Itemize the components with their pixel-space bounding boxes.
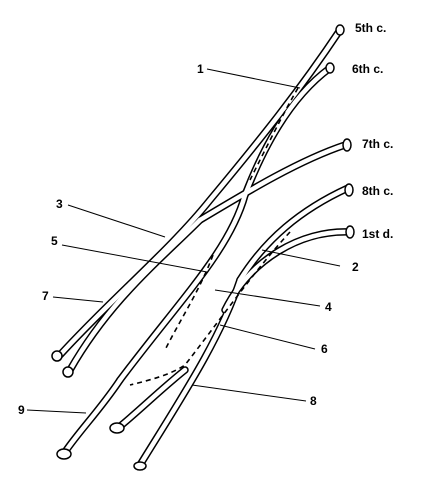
c5-root-to-axillary [56,26,344,359]
leader-1 [206,68,301,89]
dash-middle [164,254,214,351]
label-3: 3 [56,197,63,211]
leader-3 [67,204,166,238]
c6-root [241,64,334,199]
label-8: 8 [310,394,317,408]
median-end-cap [56,448,72,460]
hidden-course-dashes [129,87,299,386]
label-7: 7 [42,289,49,303]
label-9: 9 [18,403,25,417]
root-labels: 5th c. 6th c. 7th c. 8th c. 1st d. [352,21,393,241]
leader-5 [61,244,208,273]
number-labels: 1 2 3 4 5 6 7 8 9 [18,62,359,417]
nerve-end-caps [51,24,355,471]
label-1: 1 [197,62,204,76]
radial-branch [66,216,204,374]
label-8th-c: 8th c. [362,184,393,198]
ulnar-end-cap [109,422,125,434]
label-7th-c: 7th c. [362,137,393,151]
leader-7 [52,296,104,303]
label-1st-d: 1st d. [362,227,393,241]
label-6: 6 [321,342,328,356]
label-5th-c: 5th c. [355,21,386,35]
label-5: 5 [51,234,58,248]
leader-8 [191,384,307,402]
medial-end-cap [133,461,147,471]
c7-end-cap [342,138,352,152]
dash-lower [129,231,291,386]
c8-end-cap [344,183,354,197]
label-6th-c: 6th c. [352,62,383,76]
leader-6 [219,324,316,350]
label-2: 2 [352,260,359,274]
leader-9 [26,409,87,414]
leader-4 [214,289,321,307]
t1-end-cap [345,225,355,239]
leader-lines [26,68,341,414]
leader-2 [261,249,341,267]
dash-c6 [249,87,299,181]
c6-end-cap [325,62,335,74]
axillary-end-cap [51,350,63,362]
label-4: 4 [325,300,332,314]
c5-end-cap [335,24,345,36]
nerve-fills [57,27,353,468]
radial-end-cap [62,366,74,378]
